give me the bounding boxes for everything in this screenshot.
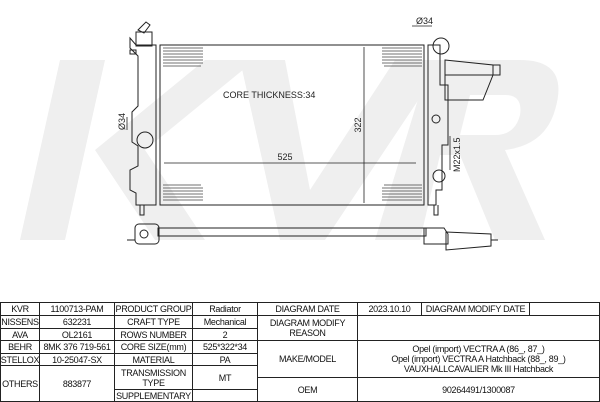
craft-type-value: Mechanical [193, 316, 258, 329]
make-model-line: VAUXHALLCAVALIER Mk III Hatchback [403, 364, 554, 374]
fin-hatching [163, 47, 422, 201]
drain-plug [432, 169, 446, 183]
watermark-letter-r [375, 60, 559, 240]
product-group-label: PRODUCT GROUP [115, 303, 193, 316]
behr-value: 8MK 376 719-561 [40, 341, 115, 354]
make-model-label: MAKE/MODEL [258, 341, 358, 378]
watermark-letter-v [240, 60, 445, 240]
core-thickness-label: CORE THICKNESS:34 [223, 90, 315, 100]
ava-label: AVA [1, 329, 40, 341]
kvr-value: 1100713-PAM [40, 303, 115, 316]
nissens-value: 632231 [40, 316, 115, 329]
diagram-modify-date-label: DIAGRAM MODIFY DATE [422, 303, 530, 316]
kvr-label: KVR [1, 303, 40, 316]
others-label: OTHERS [1, 366, 40, 402]
thread-label: M22x1.5 [452, 137, 462, 172]
make-model-line: Opel (import) VECTRA A (86_, 87_) [412, 344, 545, 354]
stellox-value: 10-25047-SX [40, 354, 115, 366]
outlet-diameter: Ø34 [117, 113, 127, 130]
oem-value: 90264491/1300087 [358, 378, 600, 402]
inlet-pipe [432, 37, 450, 55]
diagram-modify-reason-label: DIAGRAM MODIFY REASON [258, 316, 358, 341]
ava-value: OL2161 [40, 329, 115, 341]
diagram-modify-date-value [530, 303, 600, 316]
inlet-diameter: Ø34 [416, 16, 433, 26]
height-dimension: 322 [353, 117, 363, 132]
dimension-lines [126, 25, 451, 203]
stellox-label: STELLOX [0, 354, 40, 366]
craft-type-label: CRAFT TYPE [115, 316, 193, 329]
radiator-front-view [129, 21, 501, 216]
nissens-label: NISSENS [1, 316, 40, 329]
make-model-line: Opel (import) VECTRA A Hatchback (88_, 8… [391, 354, 566, 364]
left-tank [129, 36, 157, 206]
core-size-value: 525*322*34 [193, 341, 258, 354]
rows-number-label: ROWS NUMBER [115, 329, 193, 341]
transmission-value: MT [193, 366, 258, 390]
rows-number-value: 2 [193, 329, 258, 341]
radiator-top-view [127, 223, 498, 251]
oem-label: OEM [258, 378, 358, 402]
others-value: 883877 [40, 366, 115, 402]
width-dimension: 525 [277, 152, 292, 162]
make-model-values: Opel (import) VECTRA A (86_, 87_) Opel (… [358, 341, 600, 378]
right-tank [427, 44, 449, 206]
radiator-diagram: CORE THICKNESS:34 525 322 Ø34 Ø34 M22x1.… [20, 16, 559, 251]
product-group-value: Radiator [193, 303, 258, 316]
diagram-date-label: DIAGRAM DATE [258, 303, 358, 316]
supplementary-label: SUPPLEMENTARY [115, 390, 193, 402]
core-size-label: CORE SIZE(mm) [115, 341, 193, 354]
supplementary-value [193, 390, 258, 402]
diagram-modify-reason-value [358, 316, 600, 341]
outlet-pipe [136, 131, 154, 149]
diagram-date-value: 2023.10.10 [358, 303, 422, 316]
material-value: PA [193, 354, 258, 366]
transmission-label: TRANSMISSION TYPE [115, 366, 193, 390]
material-label: MATERIAL [115, 354, 193, 366]
behr-label: BEHR [1, 341, 40, 354]
spec-table: KVR 1100713-PAM NISSENS 632231 AVA OL216… [0, 302, 600, 402]
